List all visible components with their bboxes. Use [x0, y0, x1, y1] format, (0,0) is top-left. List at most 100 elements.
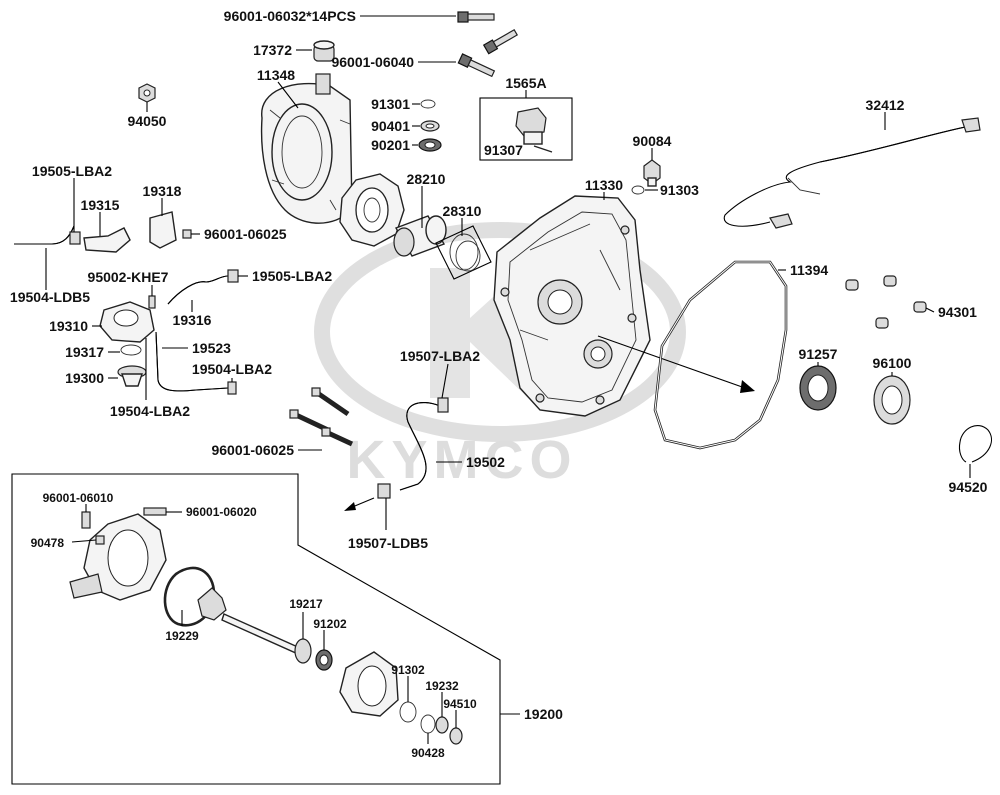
- callout-28210: 28210: [407, 171, 446, 187]
- clamp-19507-LDB5: [377, 483, 391, 499]
- gasket-11394: [653, 260, 788, 450]
- callout-96001-06025-a: 96001-06025: [204, 226, 287, 242]
- callout-94510: 94510: [443, 697, 477, 711]
- hose-19502: [399, 402, 441, 491]
- callout-96001-06010: 96001-06010: [43, 491, 114, 505]
- clamp-19507-LBA2: [437, 397, 449, 413]
- callout-91302: 91302: [391, 663, 425, 677]
- callout-28310: 28310: [443, 203, 482, 219]
- callout-90084: 90084: [633, 133, 672, 149]
- callout-19318: 19318: [143, 183, 182, 199]
- callout-19317: 19317: [65, 344, 104, 360]
- bolts-96001-06025-b: [289, 387, 354, 447]
- callout-19523: 19523: [192, 340, 231, 356]
- callout-91303: 91303: [660, 182, 699, 198]
- gasket-19229: [163, 566, 216, 627]
- callout-91257: 91257: [799, 346, 838, 362]
- oring-19317: [120, 344, 142, 356]
- callout-95002-KHE7: 95002-KHE7: [88, 269, 169, 285]
- impeller-shaft: [197, 587, 301, 655]
- callout-labels: 96001-06032*14PCS 17372 96001-06040 1134…: [10, 8, 988, 760]
- callout-11330: 11330: [585, 177, 623, 193]
- callout-11394: 11394: [790, 262, 828, 278]
- callout-19507-LBA2: 19507-LBA2: [400, 348, 480, 364]
- callout-90201: 90201: [371, 137, 410, 153]
- watermark-text: KYMCO: [347, 430, 578, 490]
- cover-11348: [260, 73, 353, 224]
- callout-19300: 19300: [65, 370, 104, 386]
- hose-19316: [167, 275, 229, 305]
- nut-94050: [138, 83, 156, 103]
- callout-91301: 91301: [371, 96, 410, 112]
- callout-91307: 91307: [484, 142, 523, 158]
- seal-91202: [315, 649, 333, 671]
- callout-19504-LDB5: 19504-LDB5: [10, 289, 90, 305]
- arrow-cover-to-gasket: [597, 335, 755, 393]
- nut-94510: [449, 727, 463, 745]
- seal-91257: [799, 365, 837, 411]
- washer-90401: [420, 120, 440, 132]
- callout-90478: 90478: [31, 536, 65, 550]
- callout-96001-06020: 96001-06020: [186, 505, 257, 519]
- callout-19505-LBA2-a: 19505-LBA2: [32, 163, 112, 179]
- callout-96001-06032: 96001-06032*14PCS: [224, 8, 356, 24]
- cable-32412: [723, 117, 981, 229]
- leader-lines: [45, 15, 971, 744]
- callout-19310: 19310: [49, 318, 88, 334]
- sleeve-28210: [393, 215, 447, 257]
- clutch-28210: [339, 173, 405, 247]
- callout-96001-06040: 96001-06040: [331, 54, 414, 70]
- callout-19316: 19316: [173, 312, 212, 328]
- clamp-19505-b: [227, 269, 239, 283]
- water-pump-group-frame: [11, 473, 501, 785]
- bolt-06040-a: [482, 28, 519, 55]
- hose-19504-LDB5: [14, 225, 75, 245]
- callout-1565A: 1565A: [505, 75, 546, 91]
- rings-28310: [449, 233, 481, 272]
- oring-91303: [631, 185, 645, 195]
- callout-90428: 90428: [411, 746, 445, 760]
- bolt-90084: [643, 159, 661, 187]
- clip-95002-KHE7: [148, 295, 156, 309]
- callout-94301: 94301: [938, 304, 977, 320]
- pump-body: [339, 651, 399, 717]
- oring-91302: [399, 701, 417, 723]
- circlip-94520: [958, 425, 992, 463]
- bolt-06040-b: [457, 53, 496, 78]
- hose-19523: [155, 331, 229, 392]
- arrow-19507: [344, 497, 375, 511]
- callout-96100: 96100: [873, 355, 912, 371]
- pump-cover: [69, 513, 167, 601]
- box-28310: [435, 225, 492, 280]
- housing-19310: [99, 301, 155, 343]
- callout-19217: 19217: [289, 597, 323, 611]
- joint-19315: [83, 227, 131, 253]
- washer-90428: [420, 714, 436, 734]
- callout-94520: 94520: [949, 479, 988, 495]
- callout-19504-LBA2-b: 19504-LBA2: [110, 403, 190, 419]
- callout-32412: 32412: [866, 97, 905, 113]
- clamp-19504-LBA2: [227, 381, 237, 395]
- callout-19315: 19315: [81, 197, 120, 213]
- clamp-19505-a: [69, 231, 81, 245]
- callout-19507-LDB5: 19507-LDB5: [348, 535, 428, 551]
- callout-90401: 90401: [371, 118, 410, 134]
- thermostat-19300: [117, 365, 147, 387]
- bolt-96001-06025-a: [182, 229, 192, 239]
- callout-96001-06025-b: 96001-06025: [211, 442, 294, 458]
- oring-91301: [420, 99, 436, 109]
- dowels-94301: [845, 275, 927, 329]
- bearing-90201: [418, 138, 442, 152]
- callout-19200: 19200: [524, 706, 563, 722]
- callout-19502: 19502: [466, 454, 505, 470]
- callout-91202: 91202: [313, 617, 347, 631]
- callout-17372: 17372: [253, 42, 292, 58]
- seal-19217: [294, 638, 312, 664]
- bolt-14pcs: [457, 11, 495, 23]
- bolt-96001-06020: [143, 507, 167, 516]
- cap-17372: [313, 40, 335, 62]
- callout-19504-LBA2-a: 19504-LBA2: [192, 361, 272, 377]
- bracket-19318: [149, 211, 177, 249]
